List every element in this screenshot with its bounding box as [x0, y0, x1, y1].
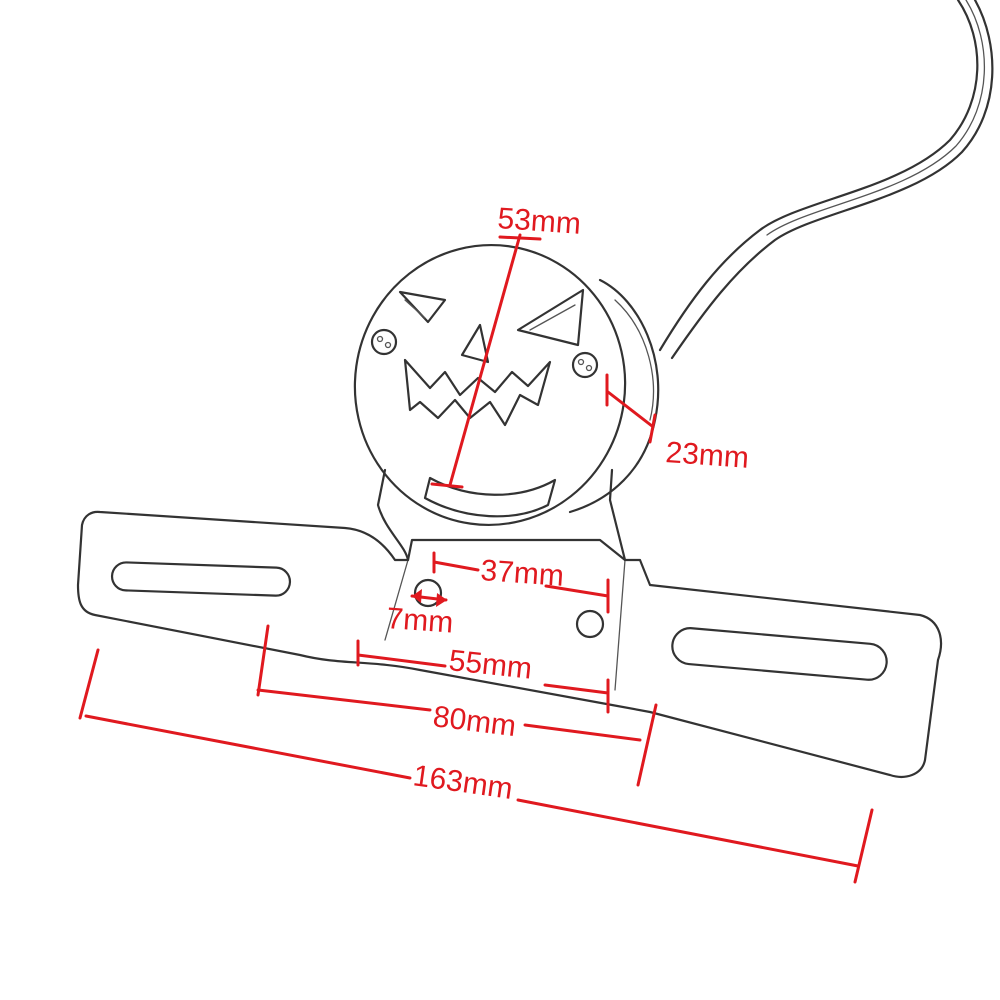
left-slot — [110, 561, 292, 597]
right-screw-icon — [571, 351, 599, 379]
left-screw-icon — [370, 328, 398, 356]
nose — [460, 323, 490, 364]
dimension-lines — [78, 233, 874, 884]
right-slot — [671, 627, 888, 681]
label-lamp-depth: 23mm — [665, 436, 750, 475]
power-cable — [658, 0, 994, 360]
label-lamp-height: 53mm — [497, 202, 582, 241]
mounting-bracket — [76, 510, 943, 778]
right-eye — [516, 288, 585, 347]
right-mount-hole — [575, 609, 605, 639]
mouth — [403, 358, 552, 427]
label-inner-span: 80mm — [431, 700, 518, 743]
label-hole-spacing: 37mm — [480, 554, 565, 593]
label-base-width: 55mm — [447, 644, 533, 686]
label-hole-diameter: 7mm — [386, 602, 455, 640]
left-eye — [398, 290, 447, 324]
label-overall-width: 163mm — [411, 759, 515, 806]
